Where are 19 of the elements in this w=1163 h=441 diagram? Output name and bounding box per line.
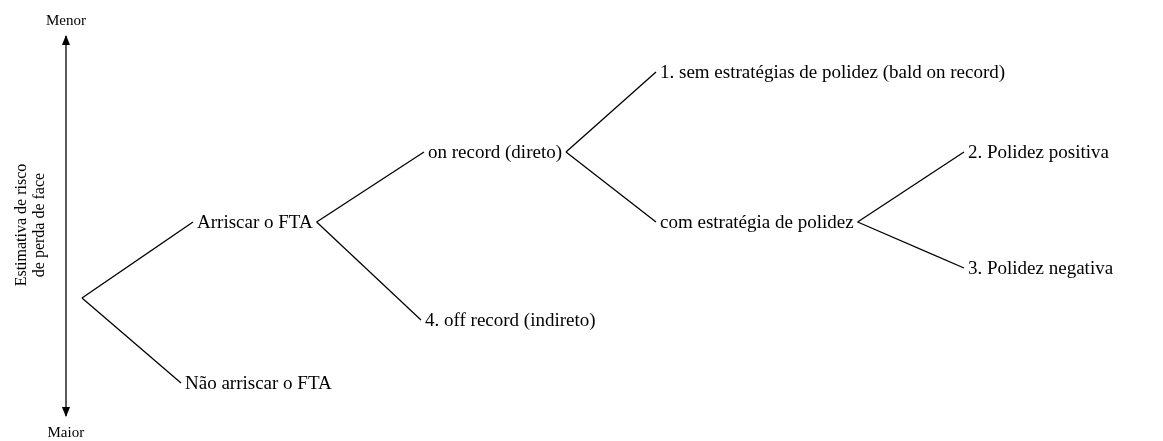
tree-label: Não arriscar o FTA	[185, 371, 332, 395]
branch-line	[316, 151, 425, 223]
tree-label: 2. Polidez positiva	[968, 140, 1109, 164]
branch-line	[81, 221, 194, 299]
tree-label: Arriscar o FTA	[197, 210, 313, 234]
branch-line	[856, 221, 965, 269]
branch-line	[856, 151, 965, 223]
tree-label: 3. Polidez negativa	[968, 256, 1114, 280]
tree-label: 4. off record (indireto)	[425, 308, 596, 332]
tree-label: on record (direto)	[428, 140, 562, 164]
axis-end-label: Maior	[47, 423, 85, 441]
branch-line	[565, 71, 657, 153]
axis-title: Estimativa de risco de perda de face	[12, 162, 48, 289]
tree-label: 1. sem estratégias de polidez (bald on record)	[660, 60, 1006, 84]
axis-end-label: Menor	[46, 11, 86, 29]
branch-line	[316, 221, 422, 321]
branch-line	[565, 151, 657, 223]
tree-label: com estratégia de polidez	[660, 210, 854, 234]
branch-line	[81, 297, 182, 384]
